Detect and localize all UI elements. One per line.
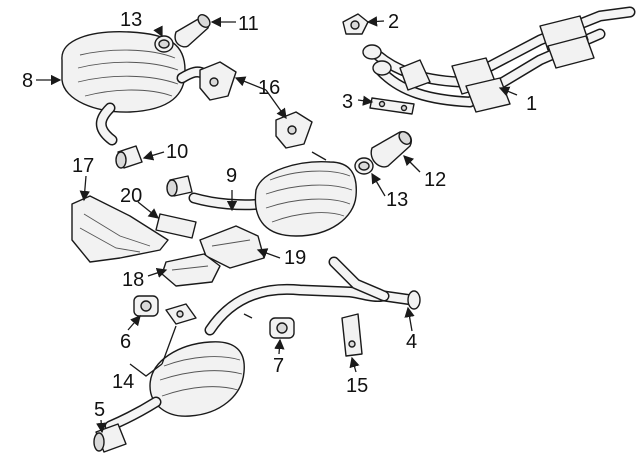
callout-5: 5	[94, 399, 105, 421]
front-pipe-catalytic-converter	[362, 6, 636, 113]
callout-18: 18	[122, 269, 144, 291]
hanger-bracket-15	[341, 313, 363, 357]
callout-14: 14	[112, 371, 134, 393]
tail-pipe-tip-top	[174, 14, 211, 48]
flange-plate	[369, 97, 415, 115]
callout-6: 6	[120, 331, 131, 353]
rubber-mount-right	[269, 317, 295, 339]
clamp-top	[154, 35, 174, 53]
clamp-right	[354, 157, 374, 175]
front-muffler-lower	[93, 341, 245, 453]
callout-8: 8	[22, 70, 33, 92]
callout-4: 4	[406, 331, 417, 353]
heat-shield-large	[71, 195, 169, 263]
center-muffler	[188, 151, 357, 237]
heat-shield-18	[161, 253, 221, 287]
callout-13-right: 13	[386, 189, 408, 211]
pipe-joint-clamp	[166, 175, 193, 197]
callout-3: 3	[342, 91, 353, 113]
small-clip	[243, 313, 253, 319]
shield-plate-small	[155, 213, 197, 239]
callout-13-top: 13	[120, 9, 142, 31]
leader-lines	[36, 16, 518, 434]
callout-15: 15	[346, 375, 368, 397]
callout-2: 2	[388, 11, 399, 33]
callout-1: 1	[526, 93, 537, 115]
callout-labels: 1 2 3 4 5 6 7 8 9 10 11 12 13 13 14 15 1…	[22, 9, 537, 421]
gasket	[342, 13, 369, 35]
tail-pipe-tip-right	[370, 131, 412, 168]
callout-11: 11	[238, 13, 259, 35]
callout-16: 16	[258, 77, 280, 99]
hanger-bracket-small	[165, 303, 197, 325]
pipe-joint	[115, 145, 143, 169]
y-pipe-resonator	[204, 256, 421, 336]
callout-20: 20	[120, 185, 142, 207]
rear-muffler	[61, 31, 210, 146]
callout-19: 19	[284, 247, 306, 269]
callout-10: 10	[166, 141, 188, 163]
callout-17: 17	[72, 155, 94, 177]
callout-9: 9	[226, 165, 237, 187]
hanger-brackets	[199, 61, 313, 149]
rubber-mount-left	[133, 295, 159, 317]
callout-7: 7	[273, 355, 284, 377]
callout-12: 12	[424, 169, 446, 191]
